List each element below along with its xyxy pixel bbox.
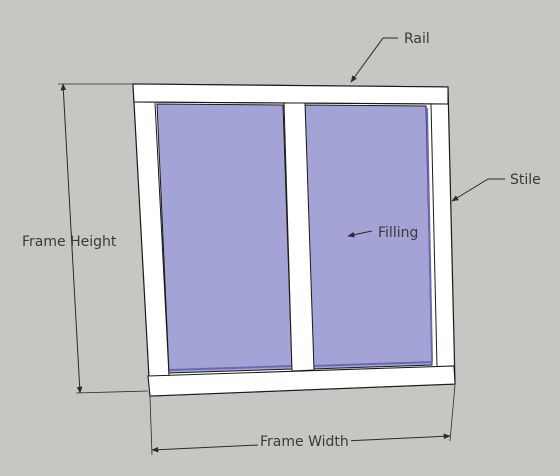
stile-right-edge <box>430 103 438 368</box>
frame-width-label: Frame Width <box>258 434 351 450</box>
stile-label: Stile <box>510 172 541 188</box>
filling-label: Filling <box>378 225 419 241</box>
frame-height-dimension-line <box>60 83 83 394</box>
filling-leader-line <box>347 230 373 238</box>
pane-right-side-edge <box>426 107 433 363</box>
rail-leader-line <box>350 37 398 83</box>
rail-label: Rail <box>404 31 430 47</box>
filling-pane-left <box>156 103 293 374</box>
rail-top <box>132 83 449 105</box>
pane-right-depth-edge <box>312 361 433 367</box>
center-stile <box>283 102 315 372</box>
frame-height-extension-bottom <box>75 390 149 394</box>
pane-left-depth-edge <box>168 365 293 371</box>
rail-bottom <box>147 365 456 397</box>
frame-height-label: Frame Height <box>22 234 117 250</box>
frame-width-extension-right <box>449 384 456 442</box>
stile-leader-line <box>451 178 505 202</box>
frame-width-extension-left <box>149 396 153 456</box>
stile-left-edge <box>154 102 170 377</box>
